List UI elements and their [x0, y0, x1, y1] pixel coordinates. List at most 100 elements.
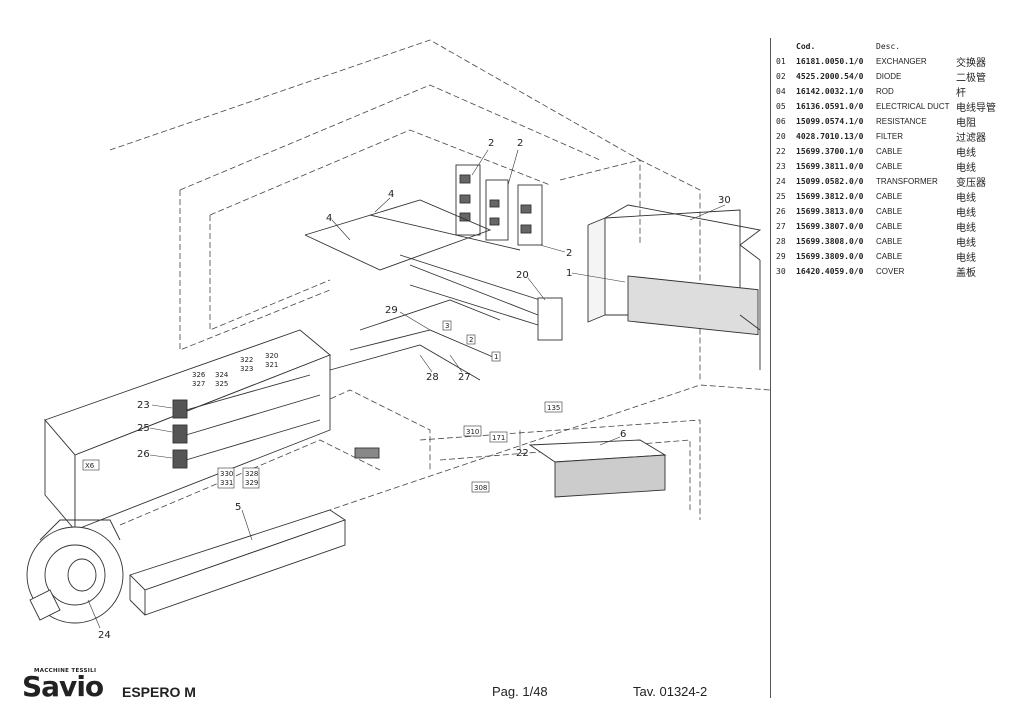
- part-description-cn: 电阻: [956, 118, 976, 129]
- part-position: 28: [776, 237, 786, 246]
- callout-4b: 4: [326, 213, 332, 224]
- logo-tagline: MACCHINE TESSILI: [34, 668, 97, 674]
- part-description: COVER: [876, 267, 905, 276]
- part-position: 22: [776, 147, 786, 156]
- footer: MACCHINE TESSILI Savio ESPERO M Pag. 1/4…: [0, 668, 770, 708]
- part-description: TRANSFORMER: [876, 177, 938, 186]
- part-position: 06: [776, 117, 786, 126]
- wire-327: 327: [192, 380, 205, 388]
- callout-2b: 2: [517, 138, 523, 149]
- ref-1: 1: [494, 353, 498, 361]
- callout-6: 6: [620, 429, 626, 440]
- wire-320: 320: [265, 352, 278, 360]
- part-description-cn: 电线导管: [956, 103, 996, 114]
- wire-321: 321: [265, 361, 278, 369]
- part-description-cn: 电线: [956, 193, 976, 204]
- part-code: 15099.0574.1/0: [796, 117, 864, 126]
- callout-28: 28: [426, 372, 439, 383]
- ref-2: 2: [469, 336, 473, 344]
- part-description-cn: 电线: [956, 223, 976, 234]
- part-description-cn: 电线: [956, 148, 976, 159]
- part-code: 4028.7010.13/0: [796, 132, 864, 141]
- wire-331: 331: [220, 479, 233, 487]
- part-description: CABLE: [876, 237, 903, 246]
- parts-row: 28 15699.3808.0/0 CABLE 电线: [776, 234, 996, 249]
- part-position: 01: [776, 57, 786, 66]
- parts-row: 05 16136.0591.0/0 ELECTRICAL DUCT 电线导管: [776, 99, 996, 114]
- part-code: 15699.3809.0/0: [796, 252, 864, 261]
- page-number: Pag. 1/48: [492, 684, 548, 699]
- callout-23: 23: [137, 400, 150, 411]
- callout-2a: 2: [488, 138, 494, 149]
- callout-30: 30: [718, 195, 731, 206]
- parts-row: 02 4525.2000.54/0 DIODE 二极管: [776, 69, 996, 84]
- part-description-cn: 电线: [956, 163, 976, 174]
- wire-325: 325: [215, 380, 228, 388]
- header-code: Cod.: [796, 42, 816, 51]
- exploded-drawing: 1 2 2 2 4 4 5 6 20 22 23 24 25 26 27 28 …: [26, 39, 770, 641]
- callout-4a: 4: [388, 189, 394, 200]
- callout-20: 20: [516, 270, 529, 281]
- part-code: 15699.3808.0/0: [796, 237, 864, 246]
- part-position: 26: [776, 207, 786, 216]
- callout-1: 1: [566, 268, 572, 279]
- part-description: CABLE: [876, 207, 903, 216]
- part-code: 16142.0032.1/0: [796, 87, 864, 96]
- part-description: CABLE: [876, 162, 903, 171]
- wire-323: 323: [240, 365, 253, 373]
- part-description-cn: 电线: [956, 208, 976, 219]
- ref-171: 171: [492, 434, 505, 442]
- part-description: ELECTRICAL DUCT: [876, 102, 950, 111]
- part-description: CABLE: [876, 252, 903, 261]
- part-code: 15699.3807.0/0: [796, 222, 864, 231]
- part-description-cn: 交换器: [956, 58, 986, 69]
- ref-3: 3: [445, 322, 449, 330]
- part-description-cn: 杆: [956, 88, 966, 99]
- wire-322: 322: [240, 356, 253, 364]
- part-position: 24: [776, 177, 786, 186]
- part-position: 20: [776, 132, 786, 141]
- part-description-cn: 电线: [956, 238, 976, 249]
- parts-row: 20 4028.7010.13/0 FILTER 过滤器: [776, 129, 996, 144]
- wire-330: 330: [220, 470, 233, 478]
- wire-329: 329: [245, 479, 258, 487]
- callout-29: 29: [385, 305, 398, 316]
- model-name: ESPERO M: [122, 684, 196, 700]
- part-code: 16136.0591.0/0: [796, 102, 864, 111]
- part-position: 02: [776, 72, 786, 81]
- header-desc: Desc.: [876, 42, 901, 51]
- part-description-cn: 变压器: [956, 178, 986, 189]
- part-code: 16181.0050.1/0: [796, 57, 864, 66]
- part-position: 30: [776, 267, 786, 276]
- part-description-cn: 二极管: [956, 73, 986, 84]
- part-position: 27: [776, 222, 786, 231]
- part-description: RESISTANCE: [876, 117, 927, 126]
- ref-308: 308: [474, 484, 487, 492]
- wire-326: 326: [192, 371, 206, 379]
- part-description: FILTER: [876, 132, 903, 141]
- part-position: 25: [776, 192, 786, 201]
- part-code: 15699.3813.0/0: [796, 207, 864, 216]
- part-position: 05: [776, 102, 786, 111]
- callout-26: 26: [137, 449, 150, 460]
- callout-25: 25: [137, 423, 150, 434]
- part-description-cn: 过滤器: [956, 133, 986, 144]
- part-code: 15699.3700.1/0: [796, 147, 864, 156]
- part-position: 29: [776, 252, 786, 261]
- part-description: DIODE: [876, 72, 902, 81]
- savio-logo: MACCHINE TESSILI Savio: [22, 668, 104, 701]
- wire-328: 328: [245, 470, 258, 478]
- part-code: 4525.2000.54/0: [796, 72, 864, 81]
- callout-2c: 2: [566, 248, 572, 259]
- ref-135: 135: [547, 404, 560, 412]
- part-code: 15699.3812.0/0: [796, 192, 864, 201]
- callout-27: 27: [458, 372, 471, 383]
- part-code: 16420.4059.0/0: [796, 267, 864, 276]
